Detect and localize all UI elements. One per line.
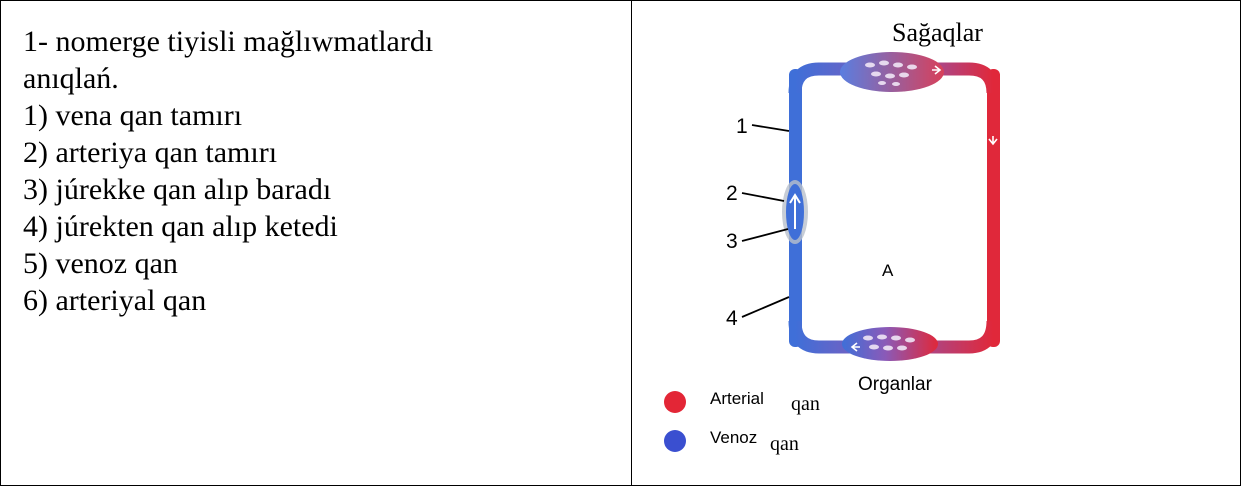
top-label: Sağaqlar [892, 18, 983, 47]
artery-vessel [987, 69, 1000, 347]
marker-1: 1 [736, 115, 748, 138]
option-item: 6) arteriyal qan [23, 284, 207, 317]
legend-arterial-suffix: qan [791, 393, 820, 415]
flow-arrow [988, 136, 998, 146]
lung-capillary-bed [840, 52, 944, 92]
option-item: 3) júrekke qan alıp baradı [23, 173, 332, 206]
option-item: 5) venoz qan [23, 247, 178, 280]
legend-venoz-suffix: qan [770, 433, 799, 455]
center-label: A [882, 261, 894, 280]
legend-venoz-swatch [664, 430, 686, 452]
organ-capillary-bed [842, 327, 938, 361]
flow-arrow [932, 65, 942, 75]
option-item: 2) arteriya qan tamırı [23, 136, 278, 169]
legend-arterial-word: Arterial [710, 389, 764, 408]
legend-venoz-word: Venoz [710, 428, 757, 447]
marker-3-line [741, 228, 789, 242]
legend-arterial-swatch [664, 391, 686, 413]
circulation-diagram-cell: Sağaqlar [632, 1, 1240, 485]
option-item: 1) vena qan tamırı [23, 99, 243, 132]
bottom-label: Organlar [858, 374, 933, 395]
marker-4-line [741, 296, 790, 318]
circulation-diagram: Sağaqlar [664, 18, 1000, 455]
question-cell: 1- nomerge tiyisli mağlıwmatlardı anıqla… [23, 23, 623, 319]
option-item: 4) júrekten qan alıp ketedi [23, 210, 338, 243]
marker-1-line [751, 124, 790, 132]
marker-2-line [741, 192, 785, 202]
marker-3: 3 [726, 230, 738, 253]
marker-2: 2 [726, 182, 738, 205]
flow-arrow-up [789, 193, 801, 229]
question-title-line2: anıqlań. [23, 62, 119, 95]
question-title-line1: 1- nomerge tiyisli mağlıwmatlardı [23, 25, 434, 58]
table-divider [631, 1, 632, 485]
flow-arrow [850, 342, 860, 352]
marker-4: 4 [726, 307, 738, 330]
